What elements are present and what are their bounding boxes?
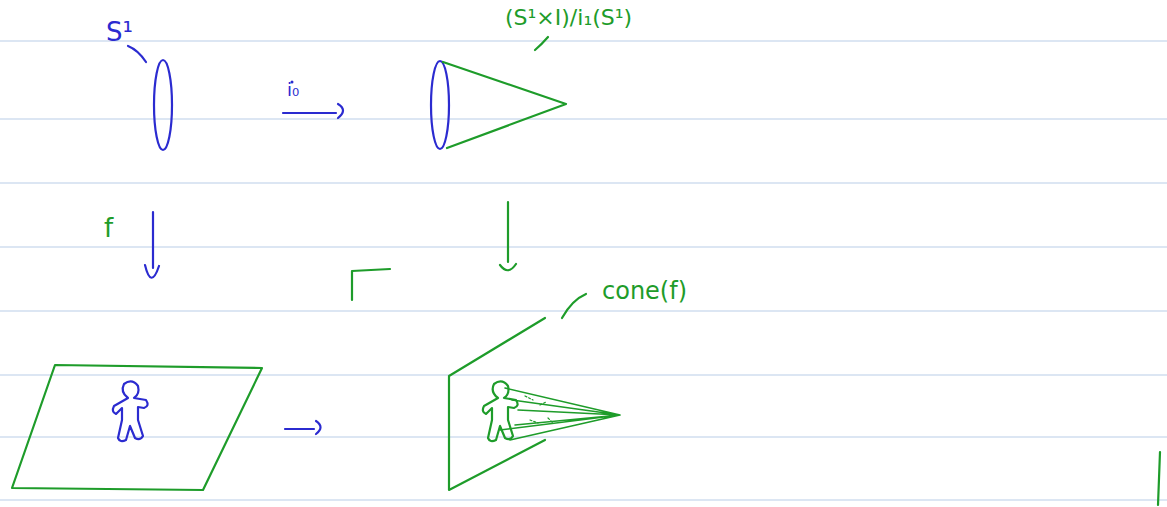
leader-line	[562, 294, 586, 318]
arrow	[283, 104, 343, 118]
cone	[443, 62, 566, 148]
math-label: i₀	[287, 80, 299, 100]
stick-figure	[113, 381, 148, 441]
math-label: S¹	[106, 18, 133, 47]
cone-hatching	[525, 396, 553, 423]
leader-line	[128, 46, 146, 62]
plane	[449, 318, 545, 490]
circle	[154, 60, 172, 150]
circle	[431, 61, 449, 149]
arrow	[285, 421, 321, 434]
margin-mark	[1158, 452, 1160, 505]
cone	[500, 388, 620, 440]
leader-line	[535, 37, 548, 50]
math-label: f	[104, 214, 113, 243]
math-label: (S¹×I)/i₁(S¹)	[505, 6, 632, 30]
ruled-lines	[0, 41, 1167, 500]
arrow	[145, 212, 159, 278]
pushout-corner	[352, 269, 390, 300]
arrow	[500, 202, 516, 270]
plane	[12, 365, 262, 490]
math-label: cone(f)	[602, 278, 687, 304]
